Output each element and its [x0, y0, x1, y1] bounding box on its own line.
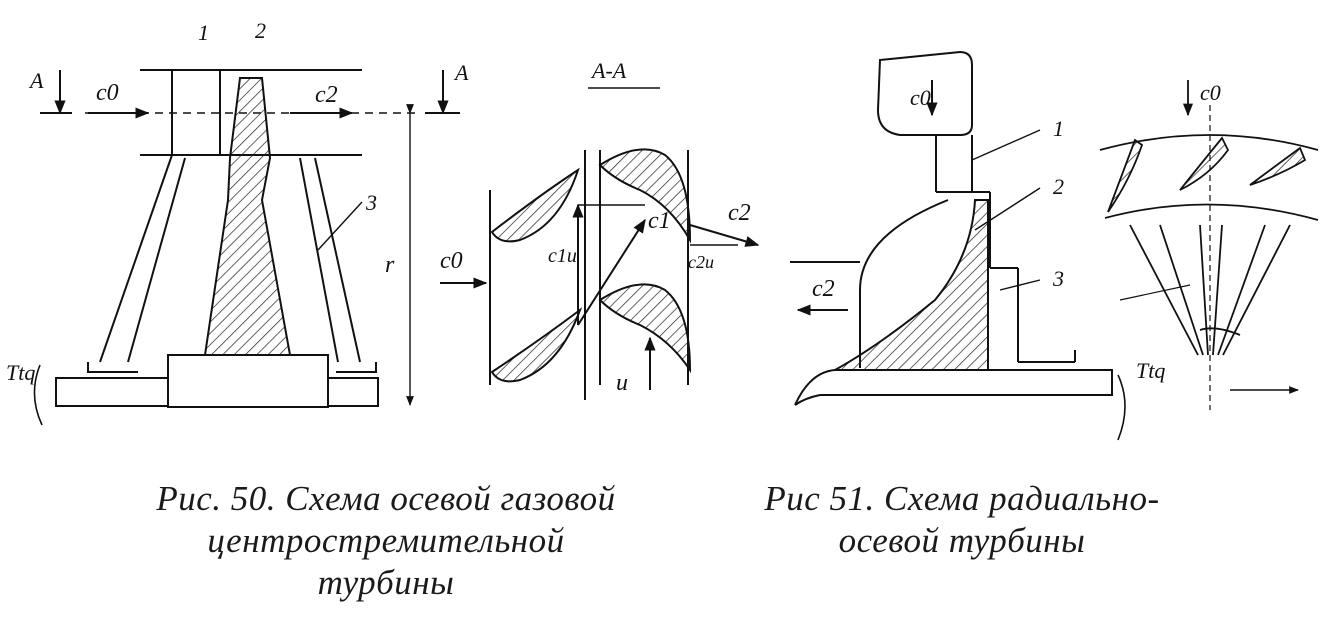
label-u: u — [616, 370, 628, 396]
impeller-2 — [831, 199, 989, 371]
torque-arc — [33, 364, 43, 426]
nozzle-blade-upper — [490, 167, 580, 243]
vector-c2 — [689, 224, 760, 247]
nozzle-blade-lower — [490, 307, 583, 383]
caption-line: Рис 51. Схема радиально- — [764, 479, 1160, 518]
figure-51-labels: c0 1 2 3 c2 Ttq c0 — [812, 80, 1221, 383]
label-c2: c2 — [728, 200, 751, 226]
label-part-1: 1 — [198, 20, 209, 45]
figure-50-labels: A A 1 2 3 c0 c2 r Ttq — [6, 18, 469, 385]
caption-line: турбины — [317, 563, 455, 602]
caption-line: Рис. 50. Схема осевой газовой — [156, 479, 616, 518]
rotor-blade-upper — [598, 148, 692, 244]
label-torque: Ttq — [6, 360, 35, 385]
label-part-3: 3 — [365, 190, 377, 215]
label-c0: c0 — [96, 80, 119, 106]
label-part-3: 3 — [1052, 266, 1064, 291]
section-title: A-A — [590, 58, 627, 83]
label-c2u: c2u — [688, 252, 714, 272]
vector-c1 — [577, 218, 646, 326]
label-c0-volute: c0 — [910, 85, 931, 110]
rotor-base — [794, 369, 1113, 406]
caption-figure-51: Рис 51. Схема радиально- осевой турбины — [712, 478, 1212, 562]
section-a-a-velocity-triangle — [440, 87, 760, 400]
section-mark-right: A — [453, 60, 469, 85]
label-c1u: c1u — [548, 245, 577, 267]
rotor-blade-2 — [203, 77, 292, 356]
label-c2: c2 — [315, 82, 338, 108]
rotor-hub — [167, 354, 329, 408]
label-radius: r — [385, 252, 395, 278]
section-mark-left: A — [28, 68, 44, 93]
caption-line: центростремительной — [207, 521, 565, 560]
section-a-a-labels: A-A c0 c1 c1u c2 c2u u — [440, 58, 751, 396]
figure-51-radial-axial-turbine — [790, 50, 1126, 441]
caption-figure-50: Рис. 50. Схема осевой газовой центростре… — [86, 478, 686, 604]
rotor-blade-lower — [598, 283, 692, 374]
wheel-nozzle-blade — [1249, 146, 1307, 186]
label-torque: Ttq — [1136, 358, 1165, 383]
label-c0: c0 — [440, 248, 463, 274]
label-part-1: 1 — [1053, 116, 1064, 141]
shaft-right — [327, 377, 379, 407]
label-part-2: 2 — [1053, 174, 1064, 199]
volute-casing — [876, 50, 973, 136]
torque-arc — [1117, 374, 1126, 441]
wheel-nozzle-blade — [1179, 136, 1230, 191]
wheel-nozzle-blade — [1107, 138, 1144, 213]
figure-51-wheel-section — [1099, 80, 1319, 410]
label-part-2: 2 — [255, 18, 266, 43]
figure-50-axial-turbine — [33, 69, 460, 426]
label-c1: c1 — [648, 208, 671, 234]
caption-line: осевой турбины — [838, 521, 1086, 560]
label-c2: c2 — [812, 276, 835, 302]
label-c0-wheel: c0 — [1200, 80, 1221, 105]
shaft-left — [55, 377, 169, 407]
